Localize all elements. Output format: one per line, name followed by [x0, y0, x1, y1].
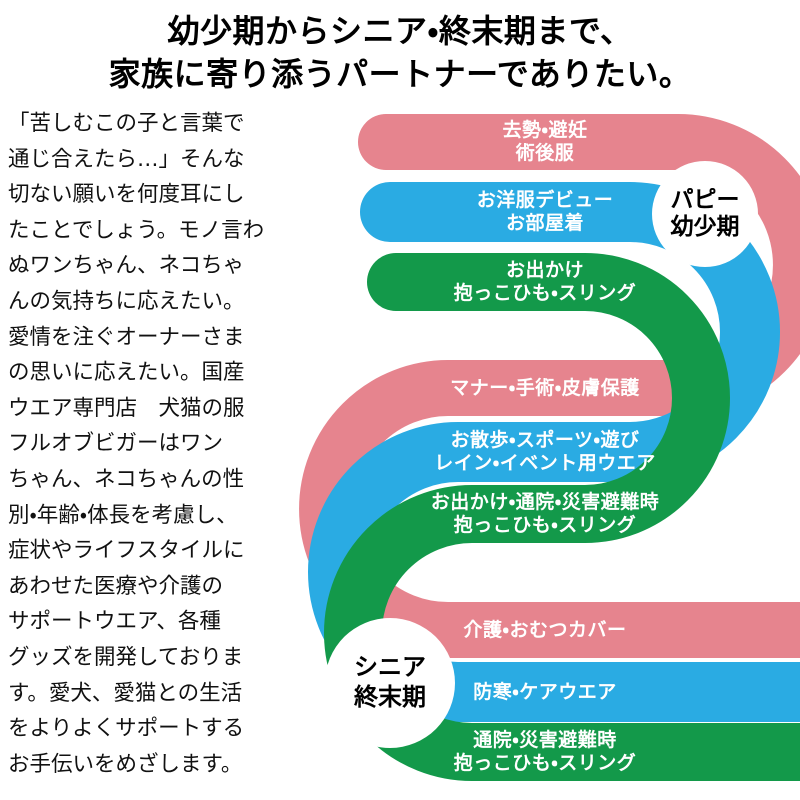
page-title-line2: 家族に寄り添うパートナーでありたい。 — [108, 55, 692, 93]
badge-line: パピー — [670, 187, 740, 213]
band-label-outing-sling-puppy: お出かけ 抱っこひも・スリング — [395, 259, 695, 305]
band-label-line: お洋服デビュー — [476, 189, 614, 211]
badge-line: 終末期 — [354, 683, 426, 711]
band-label-hospital-sling-senior: 通院・災害避難時 抱っこひも・スリング — [395, 729, 695, 775]
badge-line: シニア — [354, 653, 426, 681]
band-label-line: 抱っこひも・スリング — [453, 514, 637, 536]
intro-paragraph: 「苦しむこの子と言葉で 通じ合えたら…」そんな 切ない願いを何度耳にし たことで… — [8, 111, 265, 777]
senior-stage-circle — [325, 618, 455, 748]
band-label-clothing-debut: お洋服デビュー お部屋着 — [395, 189, 695, 235]
band-label-line: 抱っこひも・スリング — [453, 282, 637, 304]
band-label-manner-surgery-skin: マナー・手術・皮膚保護 — [395, 377, 695, 400]
puppy-stage-circle — [652, 161, 758, 267]
senior-stage-badge-label: シニア 終末期 — [320, 652, 460, 712]
page-title: 幼少期からシニア・終末期まで、 家族に寄り添うパートナーでありたい。 — [0, 10, 800, 96]
band-label-line: 去勢・避妊 — [502, 119, 588, 141]
band-label-nursing-diaper: 介護・おむつカバー — [395, 619, 695, 642]
badge-line: 幼少期 — [670, 214, 740, 240]
band-label-line: お出かけ — [505, 259, 584, 281]
band-label-line: お散歩・スポーツ・遊び — [450, 429, 640, 451]
band-label-line: 防寒・ケアウエア — [473, 681, 617, 703]
band-label-line: 術後服 — [515, 142, 575, 164]
band-label-line: 介護・おむつカバー — [463, 619, 627, 641]
band-label-line: 通院・災害避難時 — [473, 729, 617, 751]
band-label-walk-sports-rain: お散歩・スポーツ・遊び レイン・イベント用ウエア — [395, 429, 695, 475]
band-label-line: マナー・手術・皮膚保護 — [450, 377, 640, 399]
band-label-line: お部屋着 — [505, 212, 584, 234]
band-label-outing-hospital-disaster: お出かけ・通院・災害避難時 抱っこひも・スリング — [395, 491, 695, 537]
puppy-stage-badge-label: パピー 幼少期 — [650, 187, 760, 241]
band-label-line: レイン・イベント用ウエア — [434, 452, 656, 474]
page-title-line1: 幼少期からシニア・終末期まで、 — [167, 12, 633, 50]
band-label-coldcare-wear: 防寒・ケアウエア — [395, 681, 695, 704]
band-label-line: 抱っこひも・スリング — [453, 752, 637, 774]
band-label-line: お出かけ・通院・災害避難時 — [430, 491, 660, 513]
band-label-neutering-postop: 去勢・避妊 術後服 — [395, 119, 695, 165]
